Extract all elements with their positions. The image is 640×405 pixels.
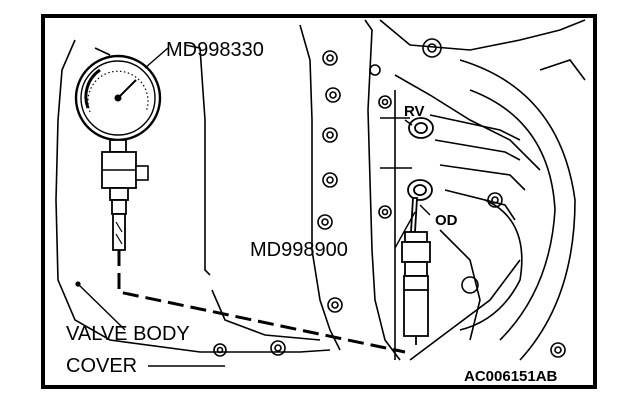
- figure-code-label: AC006151AB: [464, 368, 558, 385]
- leader-gauge-tool: [144, 47, 169, 69]
- figure-frame: [41, 14, 597, 389]
- adapter-tool-label: MD998900: [250, 239, 348, 261]
- valve-body-pointer-dot: [75, 281, 81, 287]
- valve-body-cover: [55, 24, 343, 357]
- valve-body-label-line2: COVER: [66, 355, 137, 377]
- leader-adapter-tool: [394, 211, 416, 249]
- rv-port-plug: [408, 117, 434, 139]
- adapter-tool: [401, 197, 431, 345]
- rv-port-label: RV: [404, 103, 425, 120]
- valve-body-label-line1: VALVE BODY: [66, 323, 190, 345]
- pressure-gauge: [74, 54, 162, 251]
- transmission-case: [364, 19, 586, 361]
- od-port-plug: [407, 179, 433, 201]
- leader-od: [419, 204, 431, 216]
- gauge-tool-label: MD998330: [166, 39, 264, 61]
- leader-rv: [404, 119, 413, 126]
- od-port-label: OD: [435, 212, 458, 229]
- pressure-hose: [117, 250, 406, 354]
- leader-valve-body: [77, 283, 126, 331]
